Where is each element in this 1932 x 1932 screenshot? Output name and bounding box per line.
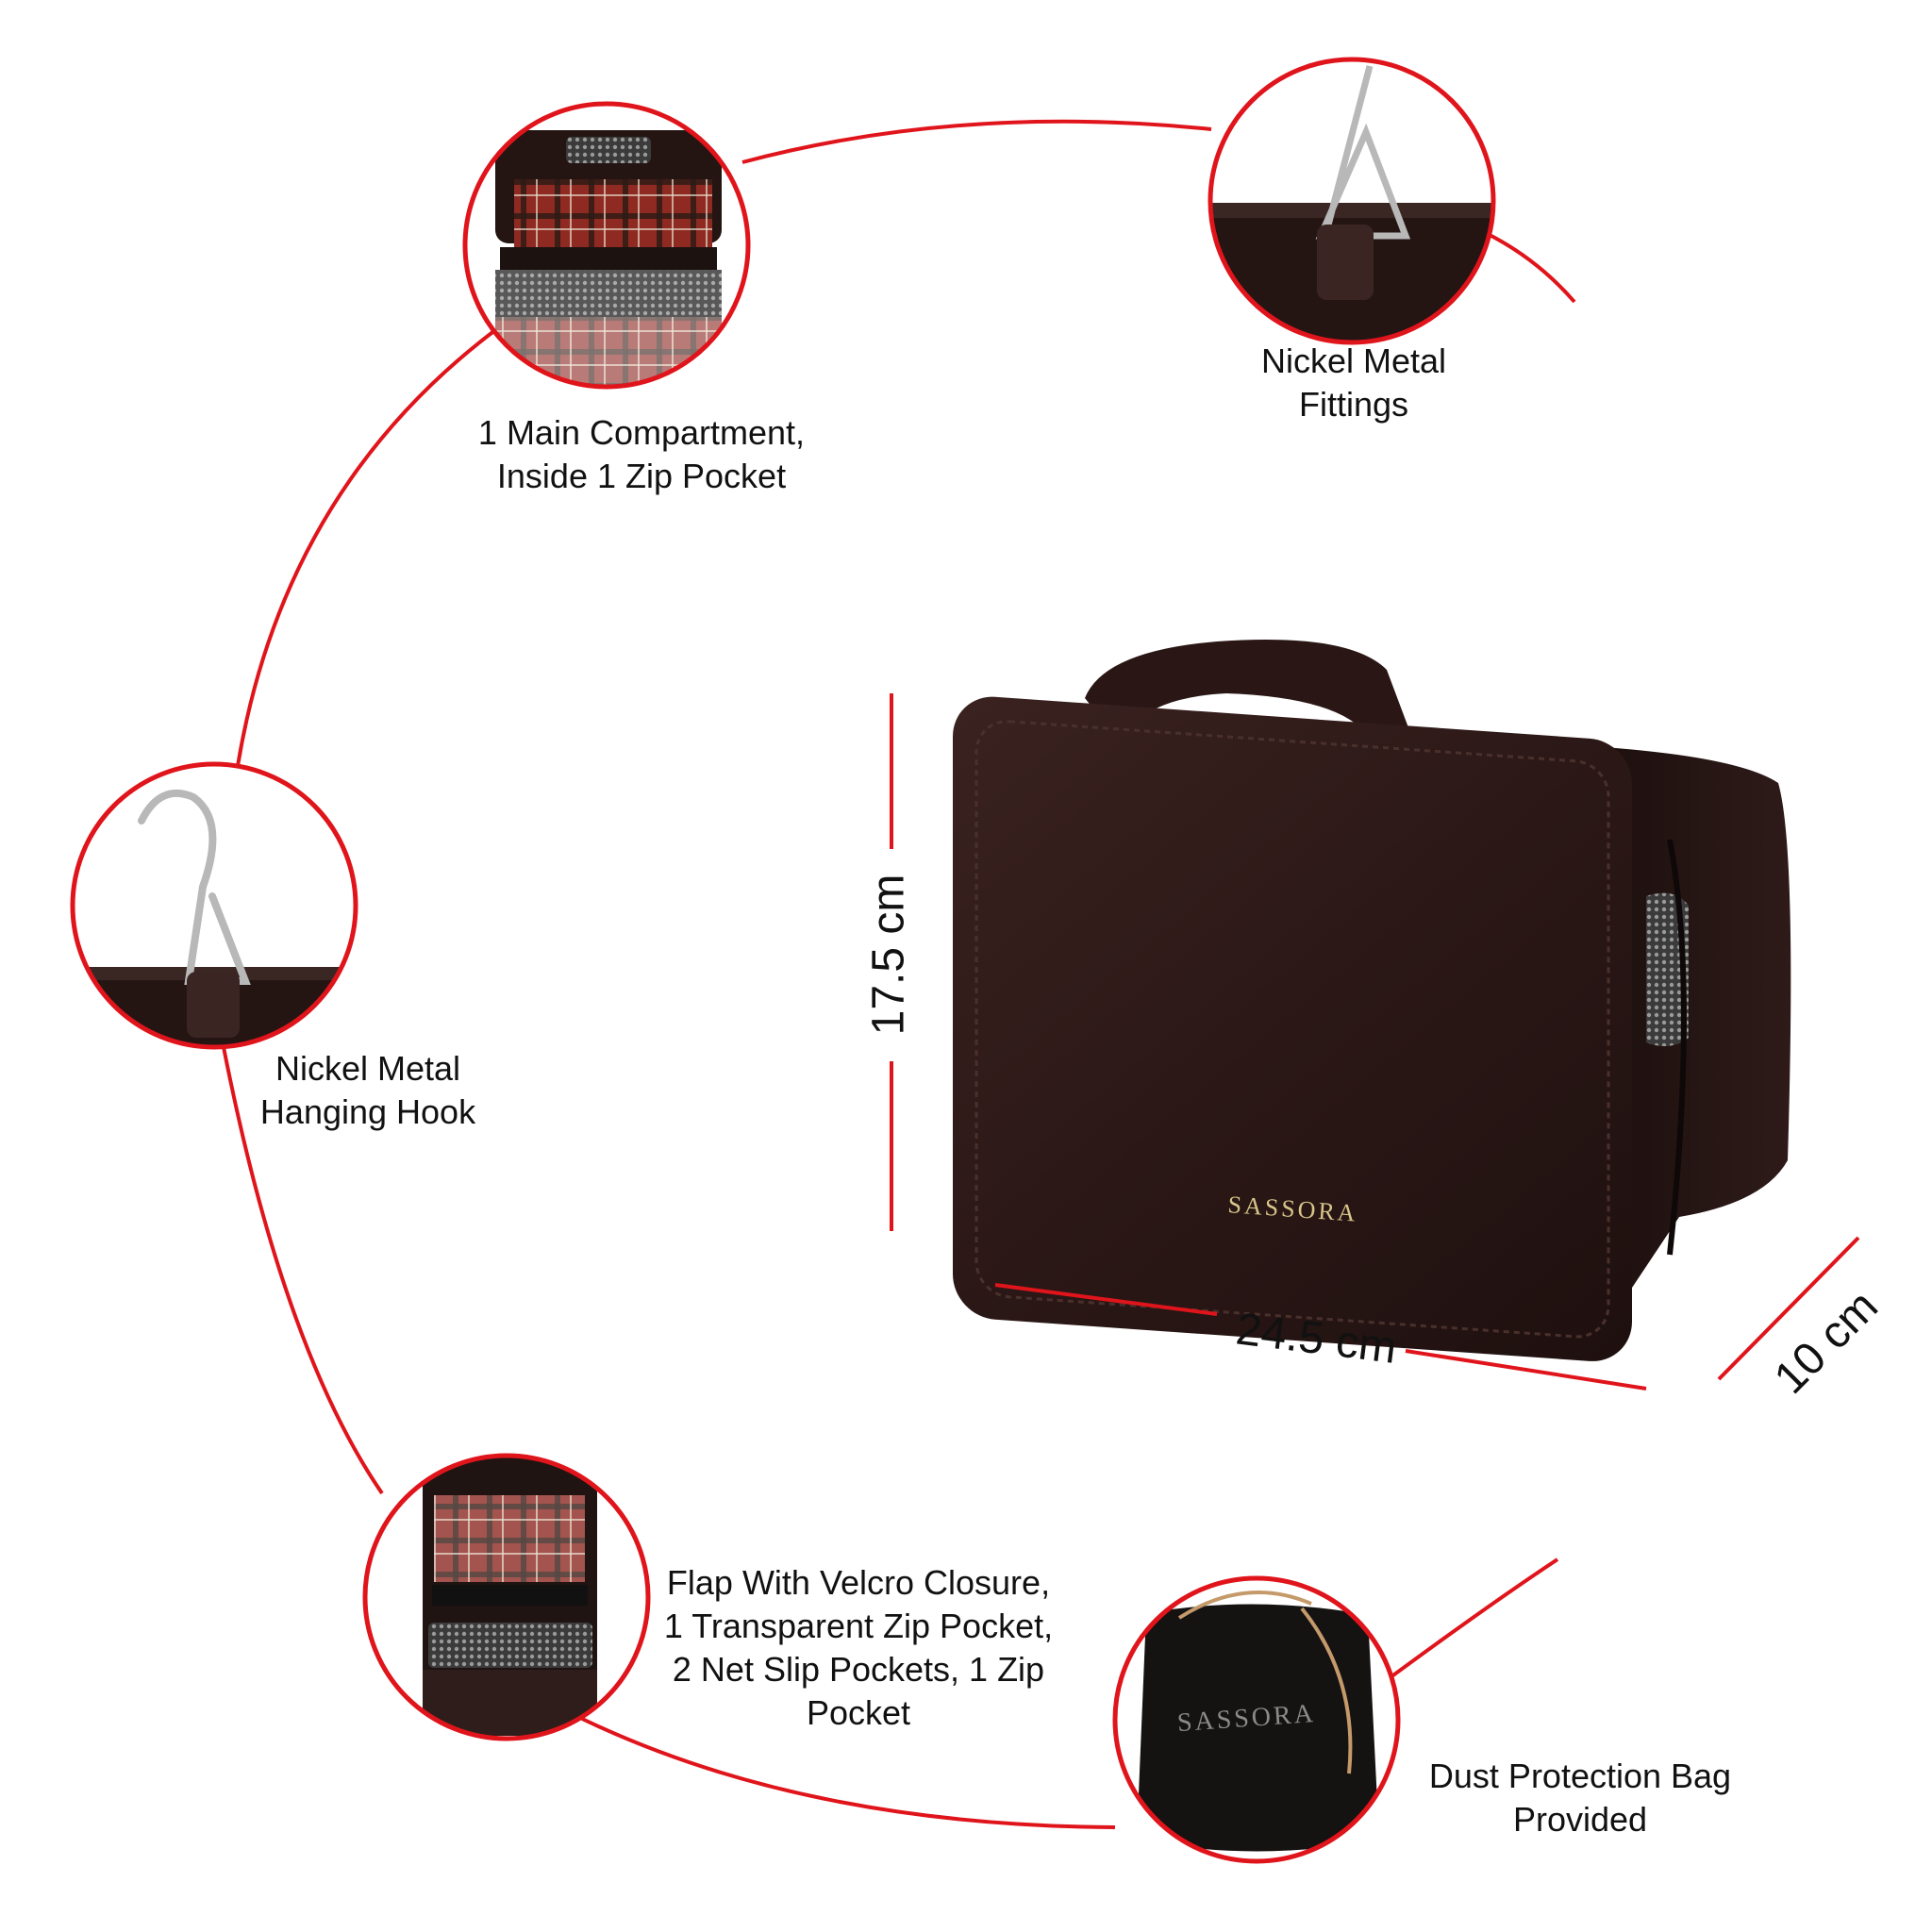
toiletry-bag-photo: SASSORA [953,640,1791,1361]
feature-line: Fittings [1298,385,1409,424]
bag-front [953,696,1632,1361]
height-dimension: 17.5 cm [864,693,914,1231]
feature-label-flap-pockets: Flap With Velcro Closure, 1 Transparent … [623,1561,1094,1735]
connector-c1-c2 [741,119,1212,164]
dust-bag-photo: SASSORA [1112,1575,1401,1864]
feature-line: 2 Net Slip Pockets, 1 Zip [672,1650,1045,1689]
connector-c1-c3 [236,328,497,767]
feature-line: Hanging Hook [259,1092,476,1131]
connector-c5-tail [1389,1557,1559,1679]
bag-handle [1085,640,1415,750]
connector-c3-c4 [222,1046,384,1495]
hook-photo [70,761,358,1050]
feature-label-main-compartment: 1 Main Compartment, Inside 1 Zip Pocket [415,411,868,498]
feature-label-dust-bag: Dust Protection Bag Provided [1391,1755,1769,1841]
feature-line: Nickel Metal [1260,341,1447,380]
feature-line: Flap With Velcro Closure, [666,1563,1051,1602]
compartment-photo [462,101,751,390]
depth-dimension: 10 cm [1717,1236,1888,1404]
width-line-left [994,1283,1218,1316]
feature-line: Inside 1 Zip Pocket [496,457,787,495]
feature-line: Dust Protection Bag [1428,1757,1732,1795]
connector-c4-c5 [577,1715,1116,1829]
feature-label-hanging-hook: Nickel Metal Hanging Hook [198,1047,538,1134]
depth-label: 10 cm [1765,1281,1888,1404]
feature-line: Nickel Metal [275,1049,461,1088]
feature-line: Provided [1512,1800,1648,1839]
connector-c2-tail [1487,232,1576,304]
feature-line: 1 Main Compartment, [477,413,806,452]
fitting-photo [1208,57,1496,345]
feature-label-metal-fittings: Nickel Metal Fittings [1165,340,1542,426]
height-label: 17.5 cm [864,874,914,1036]
width-line-right [1405,1349,1647,1391]
feature-line: 1 Transparent Zip Pocket, [663,1607,1054,1645]
connector-lines [222,119,1576,1829]
feature-line: Pocket [806,1693,911,1732]
open-bag-photo [362,1453,651,1741]
depth-line [1717,1236,1860,1381]
